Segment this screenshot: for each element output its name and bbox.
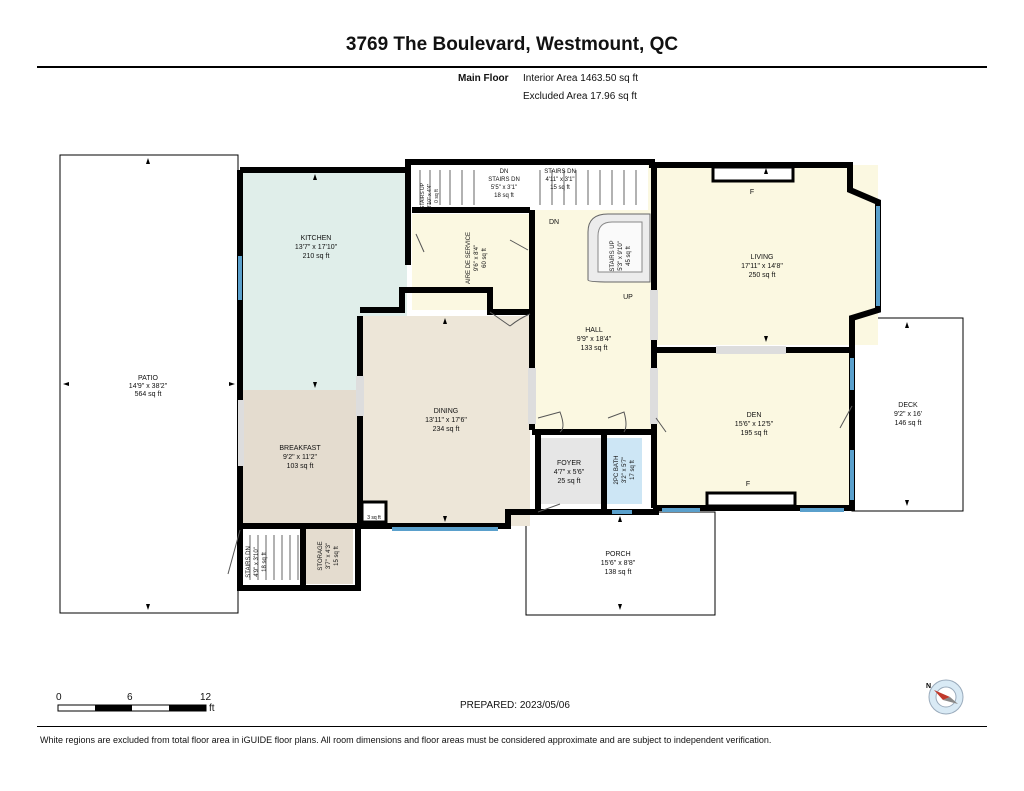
stairs-low-name: STAIRS DN (246, 546, 252, 578)
service-fill (412, 214, 530, 310)
disclaimer: White regions are excluded from total fl… (40, 735, 772, 745)
den-area: 195 sq ft (741, 430, 768, 437)
excluded-area: Excluded Area 17.96 sq ft (523, 91, 637, 102)
deck-name: DECK (898, 402, 918, 409)
stairs-small-dims: 3'10" x 4'4" (427, 183, 433, 208)
door-openings (238, 290, 786, 466)
service-area: 60 sq ft (482, 248, 488, 268)
deck-outline (851, 317, 964, 512)
stair-treads (249, 170, 637, 580)
living-name: LIVING (751, 254, 774, 261)
bath-fill (606, 438, 642, 504)
stairs-low-dims: 4'9" x 3'10" (254, 547, 260, 577)
den-fill (656, 352, 852, 508)
small-closet-area: 3 sq ft (367, 515, 381, 521)
stairs-small-area: 0 sq ft (434, 189, 440, 203)
den-fireplace-label: F (746, 481, 750, 488)
hall-name: HALL (585, 327, 603, 334)
dining-area: 234 sq ft (433, 426, 460, 433)
foyer-dims: 4'7" x 5'6" (554, 469, 585, 476)
footer-rule (37, 726, 987, 727)
den-name: DEN (747, 412, 762, 419)
curved-stair-inner (597, 221, 643, 273)
patio-area: 564 sq ft (135, 391, 162, 398)
floor-name: Main Floor (458, 73, 509, 84)
storage-dims: 3'7" x 4'3" (326, 543, 332, 569)
deck-area: 146 sq ft (895, 420, 922, 427)
bath-name: 2PC BATH (614, 456, 620, 485)
breakfast-area: 103 sq ft (287, 463, 314, 470)
stairs-up-name: STAIRS UP (610, 240, 616, 271)
title-rule (37, 66, 987, 68)
dining-fill (362, 316, 530, 526)
hall-area: 133 sq ft (581, 345, 608, 352)
porch-name: PORCH (605, 551, 630, 558)
scale-label-6: 6 (127, 692, 133, 703)
living-dims: 17'11" x 14'8" (741, 263, 783, 270)
deck-dims: 9'2" x 16' (894, 411, 922, 418)
stairs-top2-area: 15 sq ft (550, 185, 570, 191)
windows (238, 206, 880, 531)
breakfast-fill (240, 390, 358, 525)
up-label-hall: UP (623, 294, 633, 301)
porch-outline (525, 511, 716, 616)
dining-dims: 13'11" x 17'6" (425, 417, 467, 424)
dining-name: DINING (434, 408, 459, 415)
stairs-small-name: STAIRS UP (420, 182, 426, 209)
interior-area: Interior Area 1463.50 sq ft (523, 73, 639, 84)
service-dims: 9'6" x 8'4" (474, 245, 480, 271)
dn-label-hall: DN (549, 219, 559, 226)
stairs-top-name: STAIRS DN (488, 177, 520, 183)
living-fill (656, 165, 878, 345)
foyer-fill (540, 438, 602, 504)
dn-label-top: DN (500, 169, 509, 175)
door-swings (227, 233, 853, 575)
compass-north: N (926, 683, 931, 690)
storage-area: 15 sq ft (334, 546, 340, 566)
stairs-up-area: 45 sq ft (626, 246, 632, 266)
den-dims: 15'6" x 12'5" (735, 421, 774, 428)
breakfast-dims: 9'2" x 11'2" (283, 454, 317, 461)
plan-title: 3769 The Boulevard, Westmount, QC (345, 34, 679, 55)
storage-name: STORAGE (318, 541, 324, 570)
scale-unit: ft (209, 703, 215, 714)
bath-dims: 3'2" x 5'7" (622, 457, 628, 483)
porch-area: 138 sq ft (605, 569, 632, 576)
breakfast-name: BREAKFAST (279, 445, 321, 452)
stairs-top-dims: 5'5" x 3'1" (491, 185, 517, 191)
stairs-up-dims: 5'3" x 9'10" (618, 241, 624, 271)
kitchen-dims: 13'7" x 17'10" (295, 244, 338, 251)
den-fireplace (705, 491, 797, 508)
stairs-low-fill (244, 530, 302, 584)
bath-area: 17 sq ft (630, 460, 636, 480)
patio-name: PATIO (138, 375, 159, 382)
stairs-top-area: 18 sq ft (494, 193, 514, 199)
patio-dims: 14'9" x 38'2" (129, 383, 168, 390)
dimension-markers (63, 158, 909, 610)
porch-dims: 15'6" x 8'8" (601, 560, 636, 567)
kitchen-name: KITCHEN (301, 235, 332, 242)
scale-label-0: 0 (56, 692, 62, 703)
stairs-top2-dims: 4'11" x 3'1" (545, 177, 574, 183)
service-name: AIRE DE SERVICE (466, 232, 472, 284)
kitchen-area: 210 sq ft (303, 253, 330, 260)
foyer-name: FOYER (557, 460, 581, 467)
stairs-low-area: 18 sq ft (262, 552, 268, 572)
storage-fill (305, 528, 353, 584)
hall-dims: 9'9" x 18'4" (577, 336, 612, 343)
patio-outline (59, 154, 239, 614)
stairs-top2-name: STAIRS DN (544, 169, 576, 175)
prepared-date: PREPARED: 2023/05/06 (460, 700, 570, 711)
small-closet (360, 500, 388, 524)
scale-bar (57, 704, 207, 712)
top-stairs-fill (412, 165, 648, 210)
scale-label-12: 12 (200, 692, 212, 703)
foyer-area: 25 sq ft (558, 478, 581, 485)
living-fireplace (711, 165, 795, 183)
living-area: 250 sq ft (749, 272, 776, 279)
living-fireplace-label: F (750, 189, 754, 196)
compass-icon: N (926, 679, 964, 715)
